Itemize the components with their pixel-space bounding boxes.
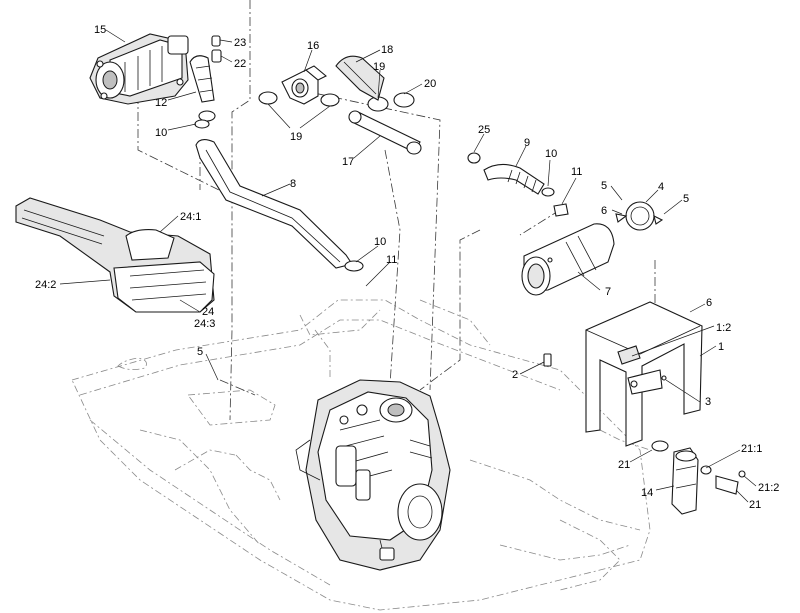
callout-11: 11 — [571, 166, 582, 178]
callout-19: 19 — [290, 131, 302, 143]
callout-5: 5 — [601, 180, 607, 192]
precleaner-24 — [15, 197, 215, 313]
callout-9: 9 — [524, 137, 530, 149]
callout-11: 11 — [386, 254, 397, 266]
callout-1: 1 — [718, 341, 724, 353]
callout-6: 6 — [601, 205, 607, 217]
intake-tube-8 — [195, 139, 364, 272]
air-cleaner-housing — [89, 33, 189, 105]
callout-10: 10 — [545, 148, 557, 160]
callout-10: 10 — [374, 236, 386, 248]
callout-5: 5 — [683, 193, 689, 205]
callout-4: 4 — [658, 181, 664, 193]
fitting-23-22 — [211, 35, 222, 63]
elbow-hose-12 — [189, 55, 216, 122]
callout-10: 10 — [155, 127, 167, 139]
callout-3: 3 — [705, 396, 711, 408]
callout-2: 2 — [512, 369, 518, 381]
mounting-bracket-1 — [585, 301, 703, 447]
callout-labels: 15 23 22 16 18 19 20 12 10 19 17 25 9 10… — [35, 24, 779, 511]
bolt-2 — [543, 353, 552, 367]
callout-24-3: 24:3 — [194, 318, 215, 330]
elbow-16 — [281, 65, 327, 105]
callout-15: 15 — [94, 24, 106, 36]
callout-21-1: 21:1 — [741, 443, 762, 455]
callout-21: 21 — [749, 499, 761, 511]
filter-14 — [651, 440, 746, 515]
callout-18: 18 — [381, 44, 393, 56]
callout-12: 12 — [155, 97, 167, 109]
callout-8: 8 — [290, 178, 296, 190]
chassis-frame — [71, 299, 651, 611]
assembly-leader-lines — [137, 0, 656, 421]
callout-5: 5 — [197, 346, 203, 358]
hose-18 — [335, 55, 385, 101]
callout-22: 22 — [234, 58, 246, 70]
callout-17: 17 — [342, 156, 354, 168]
callout-23: 23 — [234, 37, 246, 49]
callout-16: 16 — [307, 40, 319, 52]
hose-17 — [348, 110, 422, 155]
callout-6: 6 — [706, 297, 712, 309]
callout-19: 19 — [373, 61, 385, 73]
callout-20: 20 — [424, 78, 436, 90]
callout-14: 14 — [641, 487, 653, 499]
engine-assembly — [295, 379, 451, 571]
callout-25: 25 — [478, 124, 490, 136]
callout-24-1: 24:1 — [180, 211, 201, 223]
band-clamp-4 — [615, 201, 664, 231]
air-cleaner-7 — [521, 223, 615, 296]
hose-9 — [467, 152, 569, 217]
callout-7: 7 — [605, 286, 611, 298]
callout-24-2: 24:2 — [35, 279, 56, 291]
callout-leader-lines — [59, 29, 757, 503]
callout-21: 21 — [618, 459, 630, 471]
callout-24: 24 — [202, 306, 214, 318]
callout-21-2: 21:2 — [758, 482, 779, 494]
callout-1-2: 1:2 — [716, 322, 731, 334]
